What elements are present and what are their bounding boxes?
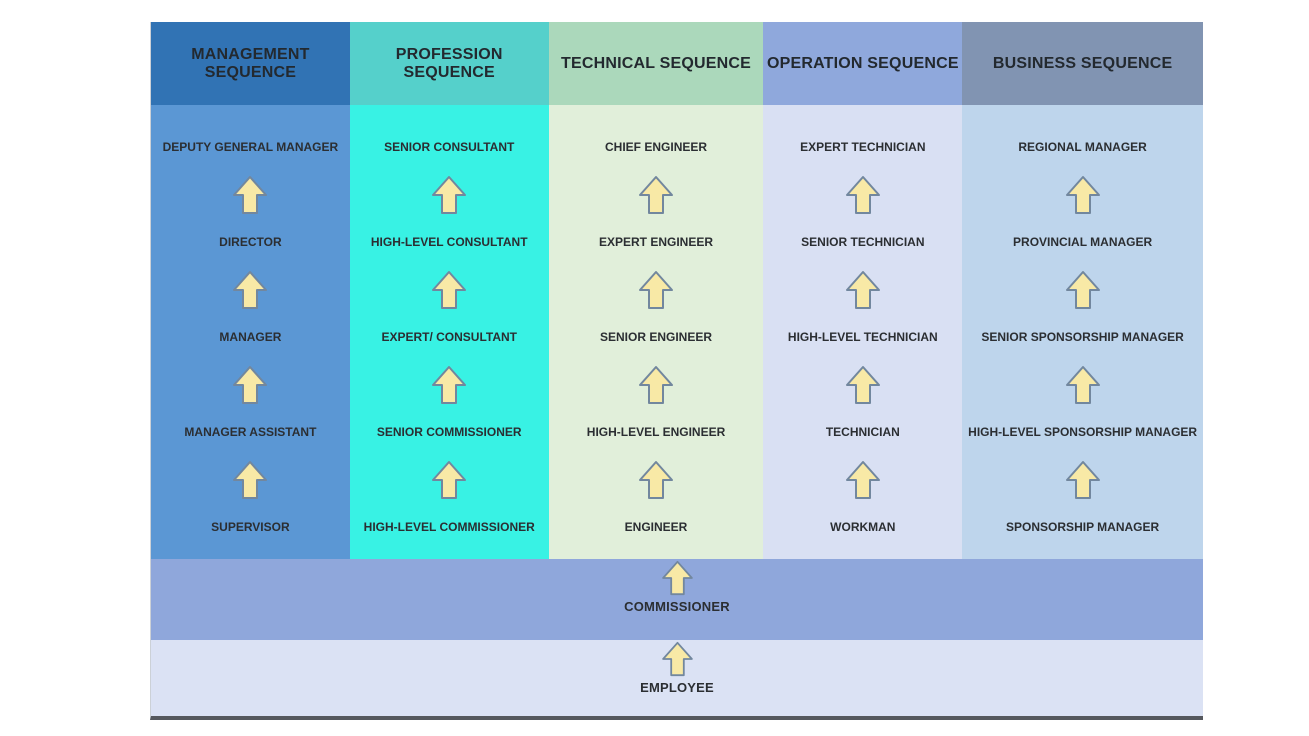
column-management-sequence: MANAGEMENT SEQUENCE DEPUTY GENERAL MANAG… — [151, 22, 350, 559]
column-profession-sequence: PROFESSION SEQUENCE SENIOR CONSULTANT HI… — [349, 22, 549, 559]
career-path-diagram: MANAGEMENT SEQUENCE DEPUTY GENERAL MANAG… — [150, 22, 1203, 720]
level-label: ENGINEER — [624, 520, 688, 534]
level-label: HIGH-LEVEL ENGINEER — [586, 425, 726, 439]
level-label: CHIEF ENGINEER — [605, 140, 708, 154]
sequence-columns: MANAGEMENT SEQUENCE DEPUTY GENERAL MANAG… — [151, 22, 1203, 559]
up-arrow-icon — [431, 460, 467, 500]
level-label: SENIOR COMMISSIONER — [376, 425, 522, 439]
column-technical-sequence: TECHNICAL SEQUENCE CHIEF ENGINEER EXPERT… — [548, 22, 764, 559]
column-body-business: REGIONAL MANAGER PROVINCIAL MANAGER SENI… — [962, 105, 1203, 559]
column-header-operation: OPERATION SEQUENCE — [763, 22, 963, 105]
column-body-technical: CHIEF ENGINEER EXPERT ENGINEER SENIOR EN… — [548, 105, 764, 559]
up-arrow-icon — [638, 460, 674, 500]
up-arrow-icon — [1065, 365, 1101, 405]
up-arrow-icon — [232, 365, 268, 405]
level-label: DIRECTOR — [219, 235, 282, 249]
level-label: EXPERT TECHNICIAN — [800, 140, 926, 154]
up-arrow-icon — [431, 365, 467, 405]
column-header-business: BUSINESS SEQUENCE — [962, 22, 1203, 105]
up-arrow-icon — [638, 270, 674, 310]
up-arrow-icon — [845, 270, 881, 310]
level-label: DEPUTY GENERAL MANAGER — [162, 140, 339, 154]
up-arrow-icon — [845, 365, 881, 405]
band-label-employee: EMPLOYEE — [640, 680, 714, 695]
column-header-management: MANAGEMENT SEQUENCE — [151, 22, 350, 105]
column-body-profession: SENIOR CONSULTANT HIGH-LEVEL CONSULTANT … — [349, 105, 549, 559]
level-label: HIGH-LEVEL CONSULTANT — [370, 235, 528, 249]
level-label: SENIOR TECHNICIAN — [801, 235, 925, 249]
level-label: SENIOR ENGINEER — [600, 330, 713, 344]
up-arrow-icon — [661, 641, 694, 677]
level-label: MANAGER ASSISTANT — [184, 425, 317, 439]
level-label: HIGH-LEVEL COMMISSIONER — [363, 520, 535, 534]
level-label: SENIOR SPONSORSHIP MANAGER — [981, 330, 1184, 344]
level-label: HIGH-LEVEL TECHNICIAN — [787, 330, 938, 344]
up-arrow-icon — [1065, 270, 1101, 310]
up-arrow-icon — [232, 460, 268, 500]
level-label: SUPERVISOR — [211, 520, 290, 534]
level-label: PROVINCIAL MANAGER — [1013, 235, 1153, 249]
column-operation-sequence: OPERATION SEQUENCE EXPERT TECHNICIAN SEN… — [763, 22, 963, 559]
up-arrow-icon — [845, 460, 881, 500]
column-body-operation: EXPERT TECHNICIAN SENIOR TECHNICIAN HIGH… — [763, 105, 963, 559]
level-label: SENIOR CONSULTANT — [384, 140, 515, 154]
level-label: REGIONAL MANAGER — [1018, 140, 1147, 154]
column-header-technical: TECHNICAL SEQUENCE — [548, 22, 764, 105]
level-label: EXPERT/ CONSULTANT — [381, 330, 517, 344]
employee-band: EMPLOYEE — [151, 640, 1203, 716]
level-label: SPONSORSHIP MANAGER — [1006, 520, 1160, 534]
level-label: WORKMAN — [830, 520, 896, 534]
up-arrow-icon — [1065, 175, 1101, 215]
level-label: MANAGER — [219, 330, 282, 344]
up-arrow-icon — [232, 175, 268, 215]
column-header-profession: PROFESSION SEQUENCE — [349, 22, 549, 105]
commissioner-band: COMMISSIONER — [151, 559, 1203, 640]
band-label-commissioner: COMMISSIONER — [624, 599, 730, 614]
level-label: EXPERT ENGINEER — [599, 235, 714, 249]
up-arrow-icon — [232, 270, 268, 310]
up-arrow-icon — [661, 560, 694, 596]
level-label: HIGH-LEVEL SPONSORSHIP MANAGER — [968, 425, 1198, 439]
column-body-management: DEPUTY GENERAL MANAGER DIRECTOR MANAGER … — [151, 105, 350, 559]
up-arrow-icon — [431, 175, 467, 215]
up-arrow-icon — [845, 175, 881, 215]
column-business-sequence: BUSINESS SEQUENCE REGIONAL MANAGER PROVI… — [962, 22, 1203, 559]
up-arrow-icon — [1065, 460, 1101, 500]
up-arrow-icon — [431, 270, 467, 310]
level-label: TECHNICIAN — [825, 425, 900, 439]
up-arrow-icon — [638, 175, 674, 215]
up-arrow-icon — [638, 365, 674, 405]
